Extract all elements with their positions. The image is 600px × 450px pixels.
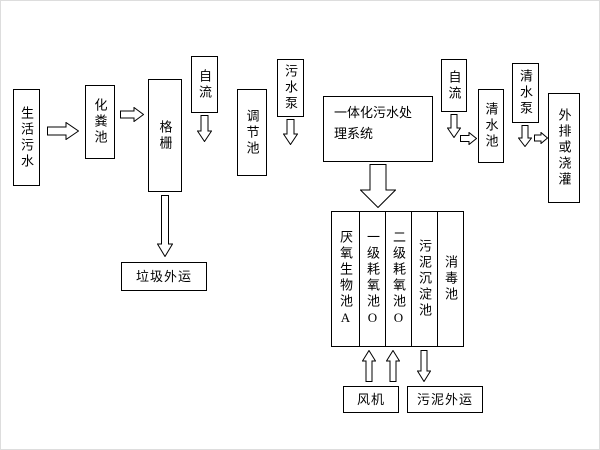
node-domestic-sewage: 生活污水 bbox=[13, 89, 40, 186]
node-clear-water-tank-label: 清水池 bbox=[483, 102, 499, 150]
node-septic-tank: 化粪池 bbox=[85, 85, 115, 159]
arrow-right-icon bbox=[460, 132, 477, 145]
arrow-down-icon bbox=[197, 115, 212, 142]
node-clear-water-pump: 清水泵 bbox=[512, 63, 539, 123]
arrow-up-icon bbox=[362, 350, 376, 382]
arrow-down-icon bbox=[283, 119, 298, 145]
arrow-down-icon bbox=[518, 125, 532, 147]
node-gravity-flow-1-label: 自流 bbox=[197, 68, 212, 101]
arrow-down-icon bbox=[157, 195, 173, 257]
arrow-down-icon bbox=[360, 164, 396, 208]
node-disinfection-tank: 消毒池 bbox=[437, 211, 464, 347]
arrow-down-icon bbox=[417, 350, 431, 382]
tank-group: 厌氧生物池A 一级耗氧池O 二级耗氧池O 污泥沉淀池 消毒池 bbox=[331, 211, 464, 347]
node-anaerobic-bio-tank: 厌氧生物池A bbox=[331, 211, 360, 347]
arrow-down-icon bbox=[447, 114, 461, 138]
node-clear-water-tank: 清水池 bbox=[478, 89, 504, 163]
node-gravity-flow-1: 自流 bbox=[191, 56, 218, 113]
node-garbage-removal: 垃圾外运 bbox=[121, 262, 207, 291]
node-first-aerobic-tank-label: 一级耗氧池O bbox=[365, 230, 380, 328]
node-domestic-sewage-label: 生活污水 bbox=[19, 105, 34, 170]
node-sludge-sedimentation-tank-label: 污泥沉淀池 bbox=[417, 239, 432, 319]
node-sewage-pump-label: 污水泵 bbox=[283, 64, 298, 112]
node-disinfection-tank-label: 消毒池 bbox=[443, 255, 458, 303]
arrow-right-icon bbox=[120, 107, 144, 122]
node-sewage-pump: 污水泵 bbox=[277, 59, 304, 117]
node-integrated-system-label: 一体化污水处理系统 bbox=[334, 105, 413, 141]
node-sludge-removal: 污泥外运 bbox=[407, 386, 483, 413]
node-discharge-or-irrigation-label: 外排或浇灌 bbox=[556, 108, 572, 188]
node-fan: 风机 bbox=[343, 386, 399, 413]
node-septic-tank-label: 化粪池 bbox=[92, 98, 108, 146]
node-gravity-flow-2-label: 自流 bbox=[446, 69, 462, 102]
node-grid-screen-label: 格栅 bbox=[157, 119, 173, 152]
arrow-right-icon bbox=[534, 132, 548, 144]
node-first-aerobic-tank: 一级耗氧池O bbox=[359, 211, 386, 347]
node-grid-screen: 格栅 bbox=[148, 79, 182, 192]
node-regulating-tank-label: 调节池 bbox=[244, 108, 260, 157]
node-second-aerobic-tank: 二级耗氧池O bbox=[385, 211, 412, 347]
node-clear-water-pump-label: 清水泵 bbox=[518, 69, 533, 117]
node-sludge-sedimentation-tank: 污泥沉淀池 bbox=[411, 211, 438, 347]
node-second-aerobic-tank-label: 二级耗氧池O bbox=[391, 230, 406, 328]
arrow-right-icon bbox=[47, 122, 79, 140]
node-garbage-removal-label: 垃圾外运 bbox=[135, 269, 192, 284]
node-fan-label: 风机 bbox=[356, 392, 385, 407]
node-sludge-removal-label: 污泥外运 bbox=[416, 392, 473, 407]
node-regulating-tank: 调节池 bbox=[237, 89, 267, 176]
node-gravity-flow-2: 自流 bbox=[441, 59, 467, 112]
node-discharge-or-irrigation: 外排或浇灌 bbox=[548, 93, 580, 203]
arrow-up-icon bbox=[386, 350, 400, 382]
node-anaerobic-bio-tank-label: 厌氧生物池A bbox=[338, 230, 353, 328]
node-integrated-system: 一体化污水处理系统 bbox=[323, 96, 433, 162]
